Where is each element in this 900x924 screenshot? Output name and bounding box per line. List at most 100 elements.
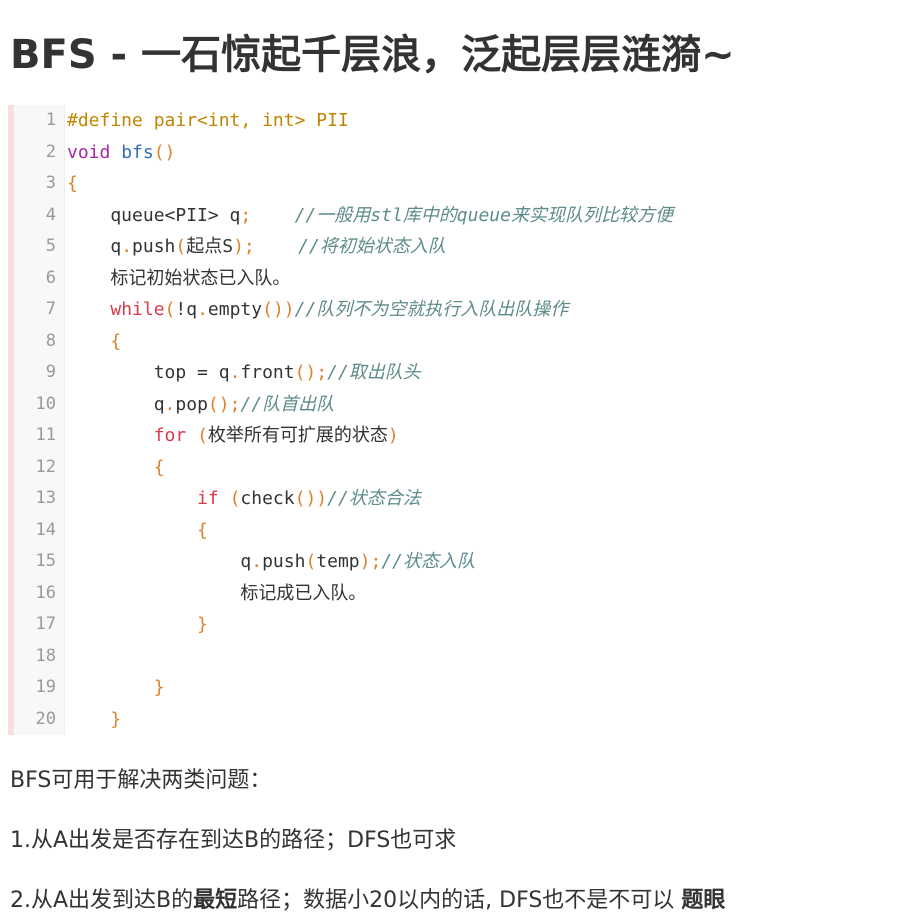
code-token: (); xyxy=(294,362,328,383)
code-token: //状态合法 xyxy=(327,488,421,509)
code-line: { xyxy=(67,452,165,484)
code-token: { xyxy=(67,173,78,194)
code-token: temp xyxy=(316,551,360,572)
code-token: ()) xyxy=(262,299,295,320)
code-token: while xyxy=(110,299,165,320)
line-number: 12 xyxy=(35,456,56,477)
code-token: //一般用stl库中的queue来实现队列比较方便 xyxy=(294,204,673,226)
code-token: { xyxy=(197,519,208,541)
code-token: push xyxy=(262,551,306,572)
code-line: q.pop();//队首出队 xyxy=(67,389,334,421)
line-number: 8 xyxy=(45,330,56,351)
code-token: for xyxy=(153,425,187,446)
line-number: 11 xyxy=(35,425,56,445)
code-token xyxy=(67,677,154,698)
code-line: for (枚举所有可扩展的状态) xyxy=(67,420,399,452)
code-token: } xyxy=(197,614,208,635)
code-token: ( xyxy=(305,551,317,572)
line-number: 16 xyxy=(35,582,56,603)
code-token xyxy=(67,614,197,635)
line-number: 1 xyxy=(45,110,56,130)
line-number: 14 xyxy=(35,519,56,540)
code-token: q xyxy=(67,393,165,415)
code-block-border xyxy=(8,105,14,735)
code-token: ); xyxy=(359,551,382,572)
line-number: 9 xyxy=(45,362,56,382)
paragraph-use-1: 1.从A出发是否存在到达B的路径；DFS也可求 xyxy=(10,828,457,853)
line-number: 13 xyxy=(35,488,56,508)
line-number: 20 xyxy=(35,708,56,729)
code-token: 标记初始状态已入队。 xyxy=(67,267,291,289)
code-token: void xyxy=(67,141,111,163)
code-token: . xyxy=(164,393,176,415)
code-token: . xyxy=(197,299,208,320)
code-token xyxy=(67,520,197,541)
code-token: if xyxy=(197,488,219,509)
code-token: (); xyxy=(207,393,241,415)
paragraph-use-2: 2.从A出发到达B的最短路径；数据小20以内的话, DFS也不是不可以 题眼 xyxy=(10,882,725,914)
code-token: top = q xyxy=(67,362,230,383)
line-number: 7 xyxy=(45,299,56,319)
code-token xyxy=(67,425,154,446)
code-token: } xyxy=(110,708,122,730)
code-token: q xyxy=(67,236,122,257)
code-line: { xyxy=(67,168,78,200)
code-token: check xyxy=(240,488,295,509)
code-token: q xyxy=(67,551,252,572)
code-token xyxy=(251,205,294,226)
code-line: #define pair<int, int> PII xyxy=(67,105,349,137)
code-token: //状态入队 xyxy=(381,551,476,572)
line-number: 5 xyxy=(45,236,56,256)
code-token: . xyxy=(229,362,241,383)
code-token xyxy=(67,457,154,478)
code-token: pop xyxy=(175,393,208,415)
code-token: front xyxy=(240,362,295,383)
line-number: 19 xyxy=(35,677,56,697)
code-token: !q xyxy=(175,299,198,320)
code-token xyxy=(67,488,197,509)
code-token: . xyxy=(121,236,133,257)
code-line: void bfs() xyxy=(67,137,175,169)
code-token: queue<PII> q xyxy=(67,204,241,226)
code-token: #define pair<int, int> PII xyxy=(67,110,349,131)
line-number: 2 xyxy=(45,141,56,162)
code-token: empty xyxy=(207,299,263,320)
code-token xyxy=(219,488,230,509)
code-token: ; xyxy=(240,204,252,226)
code-block: 1 #define pair<int, int> PII 2 void bfs() 3 {… xyxy=(8,105,900,735)
line-number: 3 xyxy=(45,173,56,193)
line-number-gutter xyxy=(14,105,65,735)
code-line: { xyxy=(67,326,121,358)
code-token: ()) xyxy=(294,488,328,509)
code-line: } xyxy=(67,704,121,736)
code-token xyxy=(186,425,197,446)
code-token: . xyxy=(251,551,263,572)
code-token: { xyxy=(110,330,122,352)
code-token: ( xyxy=(229,488,241,509)
code-token: push xyxy=(132,236,176,257)
code-token: //队首出队 xyxy=(240,393,335,415)
code-token: ( xyxy=(164,299,176,320)
code-token: () xyxy=(153,141,176,163)
code-token: ) xyxy=(387,425,399,446)
code-token xyxy=(67,299,110,320)
code-line: } xyxy=(67,672,165,704)
paragraph-bfs-uses: BFS可用于解决两类问题： xyxy=(10,768,272,793)
code-token: 起点S xyxy=(186,236,234,257)
paragraph-use-2-bold: 最短 xyxy=(193,888,238,913)
code-token: //队列不为空就执行入队出队操作 xyxy=(294,299,569,320)
code-line: } xyxy=(67,609,208,641)
code-token: //取出队头 xyxy=(327,362,421,383)
code-token xyxy=(67,331,110,352)
code-token xyxy=(255,236,298,257)
line-number: 18 xyxy=(35,645,56,666)
paragraph-use-2-tail: 题眼 xyxy=(681,888,726,913)
line-number: 6 xyxy=(45,267,56,288)
code-line: if (check())//状态合法 xyxy=(67,483,421,515)
code-line: { xyxy=(67,515,208,547)
line-number: 17 xyxy=(35,614,56,634)
line-number: 10 xyxy=(35,393,56,414)
page-title: BFS - 一石惊起千层浪，泛起层层涟漪~ xyxy=(10,32,735,78)
code-line: while(!q.empty())//队列不为空就执行入队出队操作 xyxy=(67,294,568,326)
code-line: 标记成已入队。 xyxy=(67,578,366,610)
